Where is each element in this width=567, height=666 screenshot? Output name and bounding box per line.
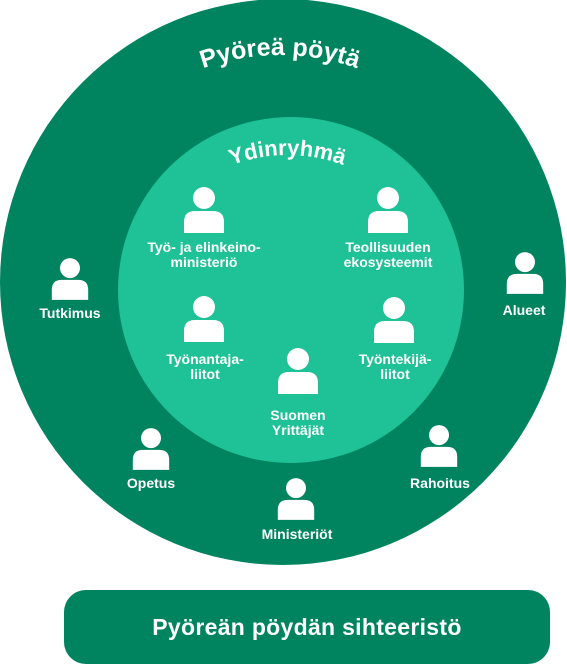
person-icon <box>372 297 416 348</box>
outer-member-alueet: Alueet <box>502 302 546 318</box>
person-icon <box>366 187 410 238</box>
person-icon <box>505 252 545 299</box>
core-member-teollisuus: Teollisuuden ekosysteemit <box>343 239 433 270</box>
core-member-tem: Työ- ja elinkeino- ministeriö <box>147 239 261 270</box>
secretariat-label: Pyöreän pöydän sihteeristö <box>152 613 462 640</box>
person-icon <box>131 428 171 475</box>
outer-member-ministeriot: Ministeriöt <box>261 526 333 542</box>
outer-member-tutkimus: Tutkimus <box>39 305 101 321</box>
core-member-tyontekija: Työntekijä- liitot <box>358 351 432 382</box>
person-icon <box>419 425 459 472</box>
core-member-yrittajat: Suomen Yrittäjät <box>270 407 326 438</box>
person-icon <box>276 348 320 399</box>
outer-member-rahoitus: Rahoitus <box>410 475 470 491</box>
core-member-tyonantaja: Työnantaja- liitot <box>166 351 244 382</box>
outer-member-opetus: Opetus <box>126 475 176 491</box>
person-icon <box>182 296 226 347</box>
secretariat-bar: Pyöreän pöydän sihteeristö <box>64 590 550 664</box>
person-icon <box>182 187 226 238</box>
person-icon <box>276 478 316 525</box>
person-icon <box>50 258 90 305</box>
